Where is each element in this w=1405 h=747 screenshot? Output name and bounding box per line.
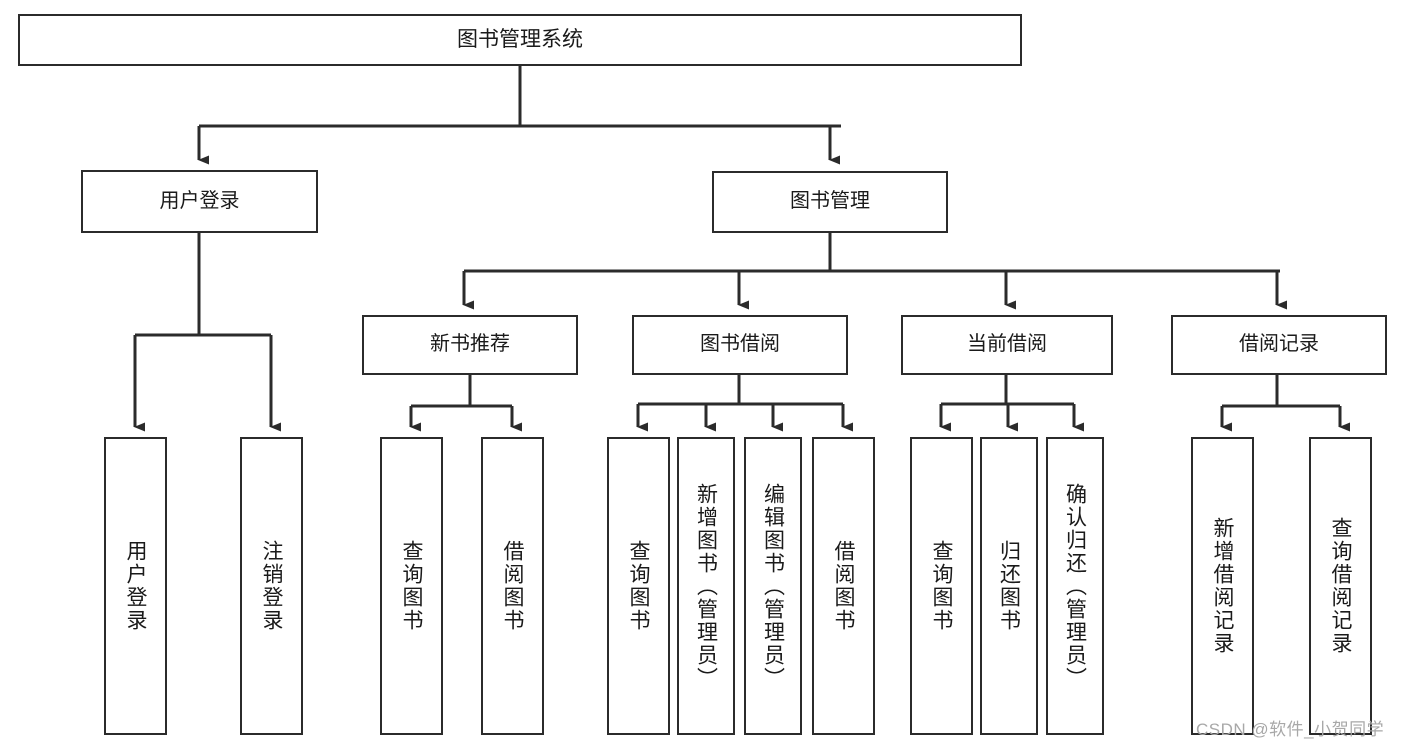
node-leaf-query-book-current[interactable]: 查询图书 — [910, 437, 973, 735]
node-leaf-borrow-book-recommend[interactable]: 借阅图书 — [481, 437, 544, 735]
node-label: 新增图书（管理员） — [694, 482, 718, 690]
node-root-book-management-system[interactable]: 图书管理系统 — [18, 14, 1022, 66]
node-current-borrow[interactable]: 当前借阅 — [901, 315, 1113, 375]
node-label: 图书借阅 — [700, 333, 780, 356]
node-label: 当前借阅 — [967, 333, 1047, 356]
node-leaf-user-logout[interactable]: 注销登录 — [240, 437, 303, 735]
node-label: 新增借阅记录 — [1211, 517, 1234, 655]
node-leaf-query-book-borrow[interactable]: 查询图书 — [607, 437, 670, 735]
node-leaf-user-login[interactable]: 用户登录 — [104, 437, 167, 735]
node-leaf-add-borrow-record[interactable]: 新增借阅记录 — [1191, 437, 1254, 735]
node-book-management[interactable]: 图书管理 — [712, 171, 948, 233]
node-label: 用户登录 — [124, 540, 147, 632]
node-label: 新书推荐 — [430, 333, 510, 356]
node-label: 借阅记录 — [1239, 333, 1319, 356]
node-label: 查询图书 — [400, 540, 423, 632]
node-label: 查询借阅记录 — [1329, 517, 1352, 655]
node-label: 用户登录 — [159, 189, 240, 212]
node-label: 借阅图书 — [501, 540, 524, 632]
node-label: 图书管理 — [790, 190, 870, 213]
node-label: 归还图书 — [997, 540, 1021, 632]
node-leaf-edit-book-admin[interactable]: 编辑图书（管理员） — [744, 437, 802, 735]
node-book-borrow[interactable]: 图书借阅 — [632, 315, 848, 375]
node-label: 确认归还（管理员） — [1063, 482, 1087, 690]
node-leaf-query-borrow-record[interactable]: 查询借阅记录 — [1309, 437, 1372, 735]
node-borrow-record[interactable]: 借阅记录 — [1171, 315, 1387, 375]
node-label: 编辑图书（管理员） — [761, 482, 785, 690]
node-label: 注销登录 — [260, 540, 283, 632]
node-leaf-borrow-book[interactable]: 借阅图书 — [812, 437, 875, 735]
node-leaf-confirm-return-admin[interactable]: 确认归还（管理员） — [1046, 437, 1104, 735]
node-label: 查询图书 — [627, 540, 650, 632]
node-user-login[interactable]: 用户登录 — [81, 170, 318, 233]
node-leaf-query-book-recommend[interactable]: 查询图书 — [380, 437, 443, 735]
node-label: 借阅图书 — [832, 540, 855, 632]
node-label: 查询图书 — [930, 540, 953, 632]
node-new-book-recommend[interactable]: 新书推荐 — [362, 315, 578, 375]
node-leaf-add-book-admin[interactable]: 新增图书（管理员） — [677, 437, 735, 735]
node-label: 图书管理系统 — [457, 27, 583, 51]
node-leaf-return-book[interactable]: 归还图书 — [980, 437, 1038, 735]
